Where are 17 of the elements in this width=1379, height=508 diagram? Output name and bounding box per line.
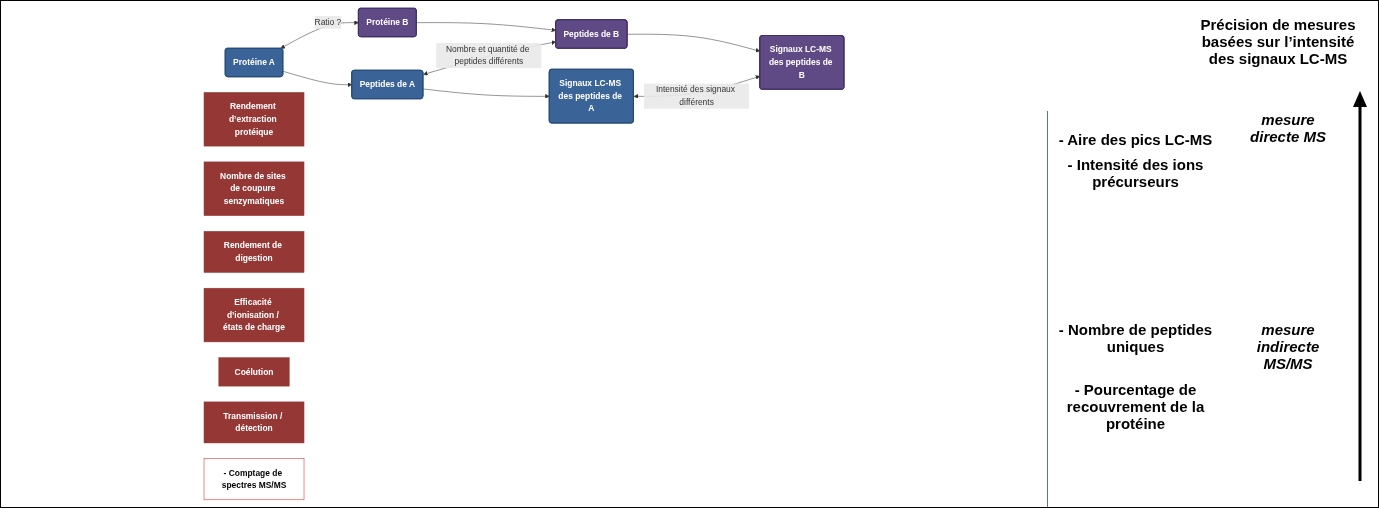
edge-label: Intensité des signaux différents	[655, 85, 735, 107]
node-box: - Comptage de spectres MS/MS	[203, 458, 305, 501]
node-box: Coélution	[218, 357, 290, 387]
measure-label: - Aire des pics LC-MS	[1057, 131, 1214, 148]
node-box: Transmission / détection	[203, 401, 305, 444]
measure-label: - Pourcentage de recouvrement de la protéine	[1065, 381, 1206, 432]
node-box: Nombre de sites de coupure senzymatiques	[203, 161, 305, 216]
measure-label: - Intensité des ions précurseurs	[1066, 156, 1205, 190]
edge-label: Ratio ?	[314, 17, 342, 27]
node-box: Rendement de digestion	[203, 231, 305, 273]
node-box: Efficacité d’ionisation / états de charge	[203, 287, 305, 343]
node-box: Rendement d’extraction protéique	[203, 92, 305, 147]
edge-label: Nombre et quantité de peptides différents	[446, 44, 530, 67]
category-label: mesure directe MS	[1249, 111, 1327, 145]
title-text: Précision de mesures basées sur l’intensité des signaux LC-MS	[1199, 16, 1357, 67]
category-label: mesure indirecte MS/MS	[1255, 321, 1321, 372]
measure-label: - Nombre de peptides uniques	[1057, 321, 1214, 355]
